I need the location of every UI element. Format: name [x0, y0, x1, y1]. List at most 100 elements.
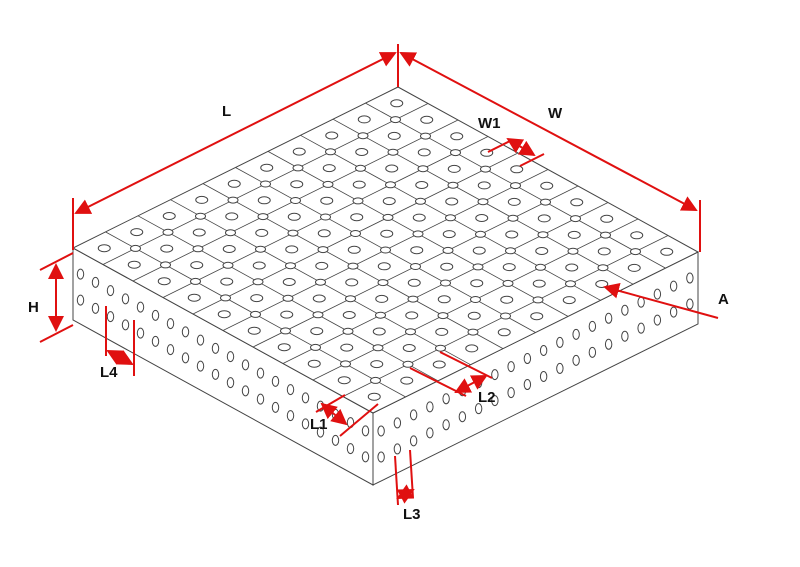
top-hole: [320, 196, 334, 205]
right-side-hole: [669, 306, 678, 318]
top-hole: [190, 261, 204, 270]
top-hole: [477, 181, 491, 190]
top-hole: [372, 327, 386, 336]
top-hole-intersection: [565, 280, 576, 288]
top-hole: [387, 131, 401, 140]
top-hole: [450, 132, 464, 141]
top-hole: [280, 310, 294, 319]
left-side-hole: [76, 268, 85, 280]
top-hole: [440, 262, 454, 271]
top-hole: [537, 214, 551, 223]
top-hole-intersection: [570, 215, 581, 223]
right-side-hole: [491, 369, 499, 381]
top-hole: [570, 198, 584, 207]
top-hole: [370, 360, 384, 369]
top-hole: [97, 244, 111, 253]
top-hole-intersection: [380, 246, 391, 254]
top-hole: [325, 131, 339, 140]
top-hole-intersection: [470, 296, 481, 303]
right-side-hole: [588, 320, 597, 332]
right-side-hole: [523, 379, 532, 391]
top-hole: [225, 212, 239, 221]
top-hole: [475, 214, 489, 222]
top-hole: [500, 295, 514, 304]
top-hole: [187, 293, 201, 302]
top-hole: [345, 278, 359, 287]
top-hole: [355, 148, 369, 156]
left-side-hole: [181, 326, 190, 338]
right-side-hole: [507, 387, 515, 399]
top-hole-intersection: [402, 360, 414, 368]
top-hole-intersection: [375, 311, 386, 319]
top-hole: [407, 278, 421, 287]
top-hole-intersection: [420, 132, 431, 140]
right-side-hole: [377, 451, 385, 463]
top-hole-intersection: [285, 262, 296, 270]
top-hole: [315, 261, 329, 270]
top-hole: [660, 247, 674, 256]
top-hole-intersection: [450, 149, 461, 157]
right-side-hole: [442, 393, 450, 405]
top-hole: [290, 180, 304, 189]
top-hole: [247, 326, 261, 335]
top-hole-intersection: [257, 213, 269, 221]
left-side-hole: [226, 377, 235, 389]
label-a: A: [718, 291, 729, 308]
top-hole-intersection: [192, 245, 204, 253]
top-hole: [390, 99, 404, 108]
top-hole-intersection: [347, 262, 359, 270]
top-hole: [400, 376, 414, 385]
top-hole: [310, 327, 324, 336]
top-hole: [530, 312, 544, 321]
top-hole: [292, 147, 306, 156]
top-hole: [285, 245, 299, 254]
top-hole-intersection: [387, 148, 399, 156]
right-side-hole: [572, 354, 580, 366]
top-hole: [432, 360, 446, 369]
top-hole: [417, 148, 431, 157]
right-side-hole: [653, 288, 662, 300]
top-hole: [510, 165, 524, 174]
top-hole: [472, 246, 486, 255]
left-side-hole: [166, 344, 175, 356]
label-l: L: [222, 103, 231, 120]
top-hole: [192, 228, 206, 237]
top-hole: [342, 311, 356, 319]
left-side-hole: [106, 285, 115, 297]
top-hole-intersection: [255, 245, 266, 253]
dim-l1-arrow: [320, 402, 348, 426]
top-hole: [630, 231, 644, 240]
top-hole-intersection: [250, 310, 261, 318]
label-l1: L1: [310, 416, 328, 433]
top-hole-intersection: [345, 295, 356, 303]
label-w: W: [548, 105, 563, 122]
top-hole: [337, 376, 351, 385]
top-hole: [565, 263, 579, 272]
top-hole-intersection: [370, 376, 381, 384]
right-side-hole: [458, 411, 467, 423]
top-hole-intersection: [502, 279, 514, 287]
top-hole: [162, 212, 176, 220]
top-hole-intersection: [130, 244, 141, 252]
left-side-hole: [331, 434, 340, 446]
right-side-hole: [588, 346, 597, 358]
label-l3: L3: [403, 506, 421, 523]
right-side-hole: [686, 298, 694, 310]
left-side-hole: [196, 334, 205, 346]
top-hole: [467, 311, 481, 320]
label-w1: W1: [478, 115, 501, 132]
top-hole: [540, 181, 554, 190]
left-side-hole: [211, 342, 220, 354]
table-body: [71, 86, 700, 486]
top-hole-intersection: [415, 197, 426, 205]
left-side-hole: [196, 360, 205, 372]
right-side-hole: [556, 362, 564, 374]
left-side-hole: [241, 359, 250, 371]
dimension-lines: [39, 44, 719, 506]
top-hole-intersection: [280, 327, 291, 335]
top-hole: [445, 197, 459, 206]
dim-a-leader: [603, 282, 719, 319]
label-l2: L2: [478, 389, 496, 406]
